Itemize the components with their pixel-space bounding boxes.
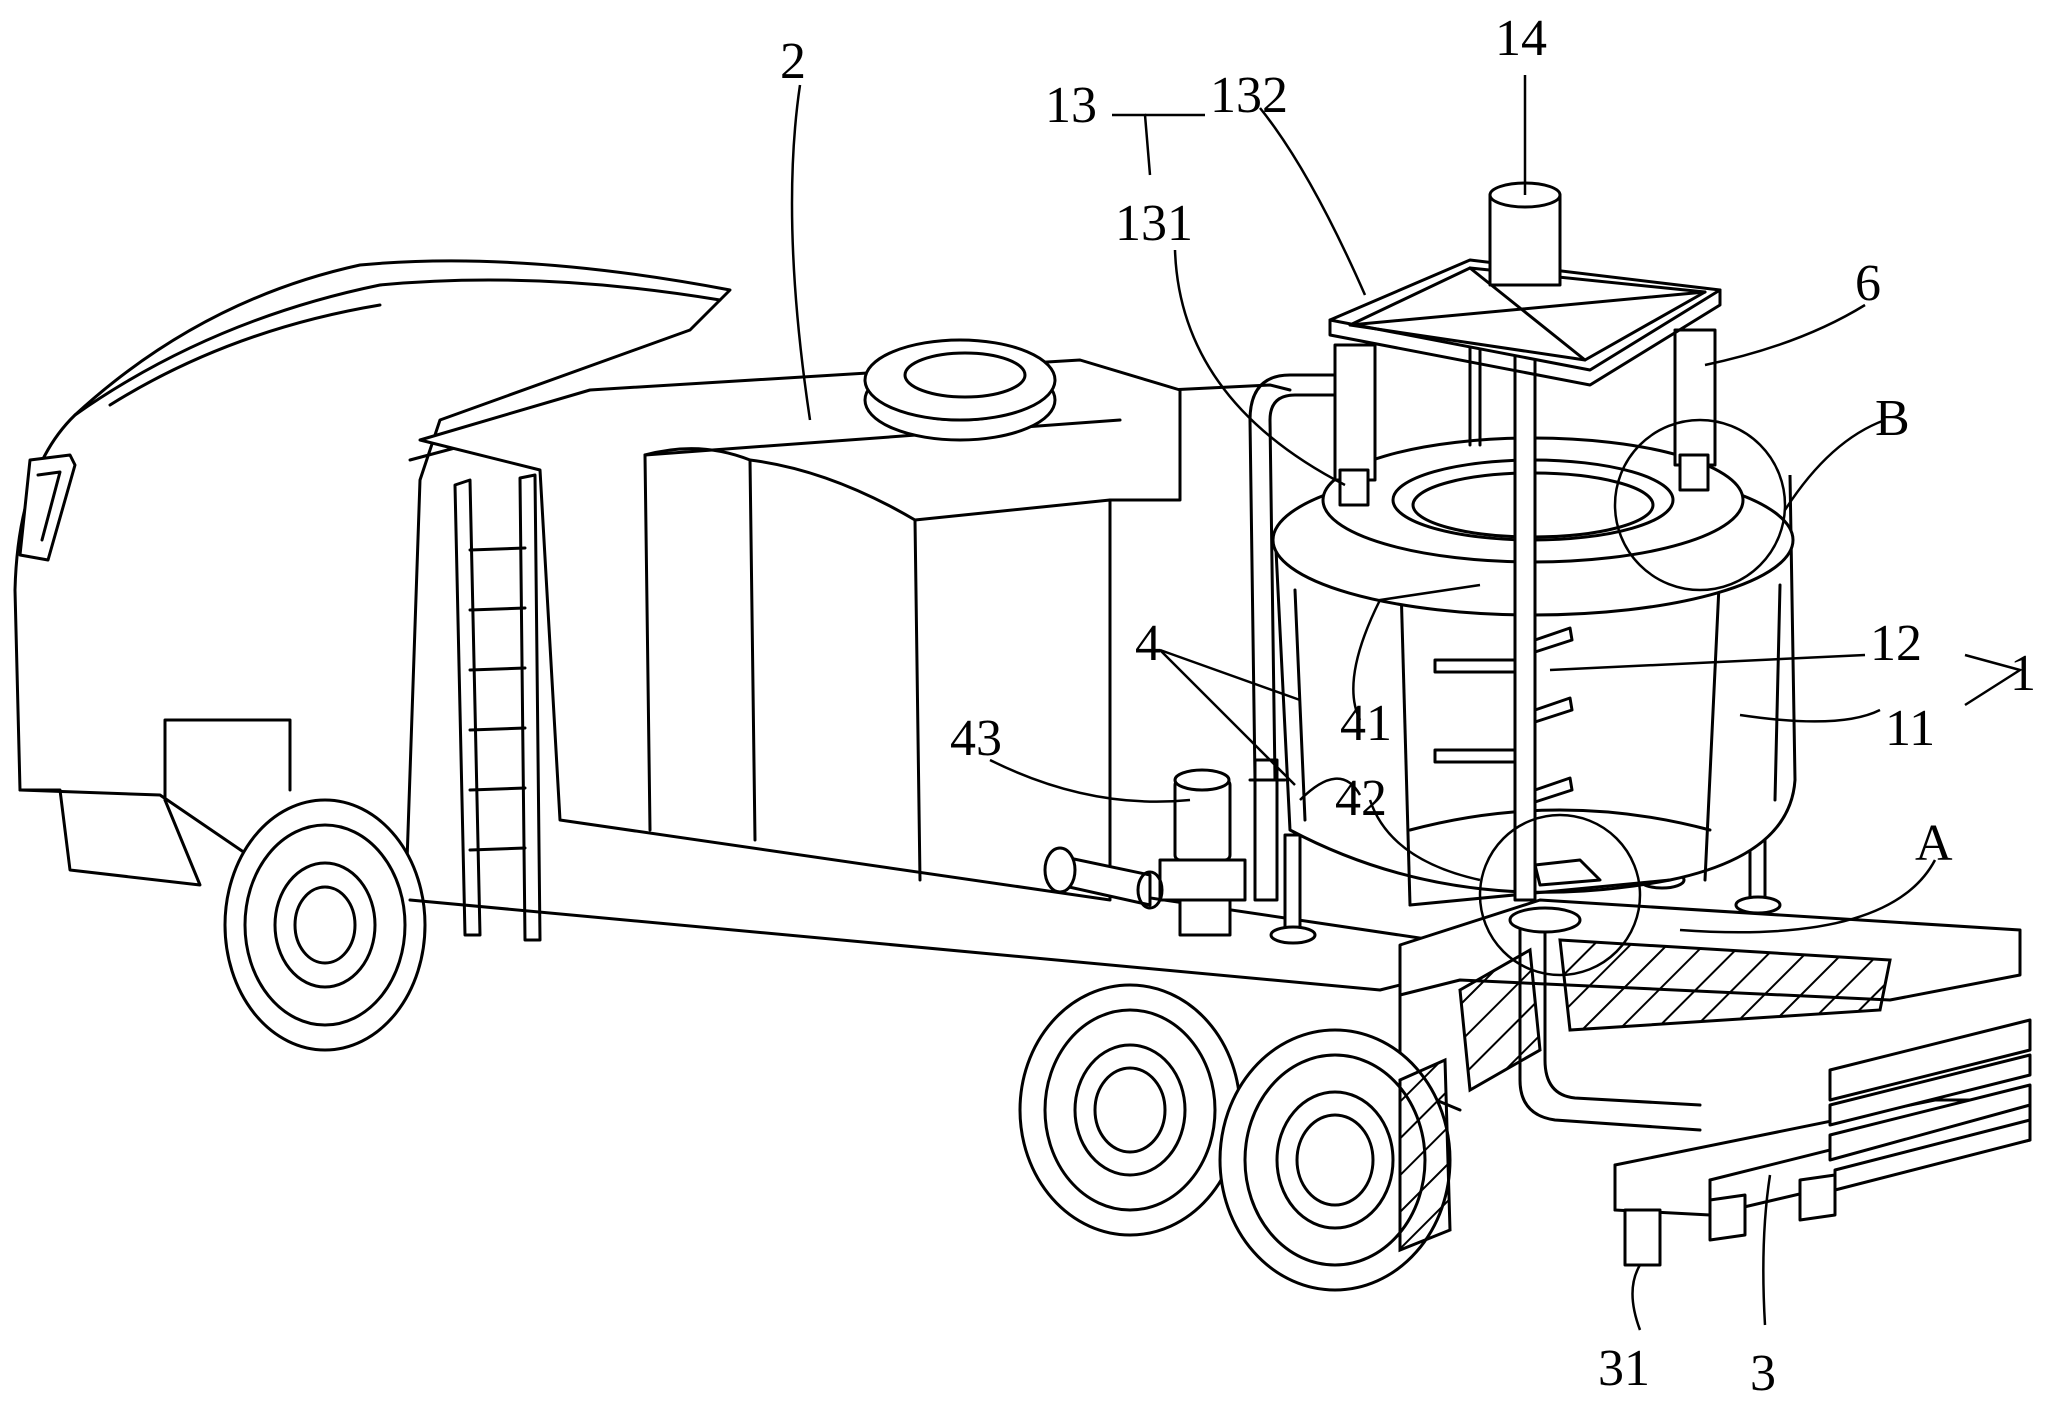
side-ladder [455,475,540,940]
water-tank [420,360,1180,900]
label-4: 4 [1135,615,1161,672]
label-14: 14 [1495,10,1547,67]
spreader-bar [1615,1020,2030,1265]
motor-icon [1490,183,1560,285]
label-B: B [1875,390,1910,447]
label-1: 1 [2010,645,2036,702]
label-132: 132 [1210,67,1288,124]
front-wheel [225,800,425,1050]
rear-wheel-front [1020,985,1240,1235]
label-13: 13 [1045,77,1097,134]
label-2: 2 [780,33,806,90]
tank-cap-icon [865,340,1055,440]
label-31: 31 [1598,1340,1650,1397]
label-131: 131 [1115,195,1193,252]
label-12: 12 [1870,615,1922,672]
label-6: 6 [1855,255,1881,312]
mudguard [1400,1060,1450,1250]
label-A: A [1915,815,1953,872]
label-43: 43 [950,710,1002,767]
label-11: 11 [1885,700,1935,757]
side-mirror-icon [20,455,75,560]
label-41: 41 [1340,695,1392,752]
label-3: 3 [1750,1345,1776,1402]
label-42: 42 [1335,770,1387,827]
